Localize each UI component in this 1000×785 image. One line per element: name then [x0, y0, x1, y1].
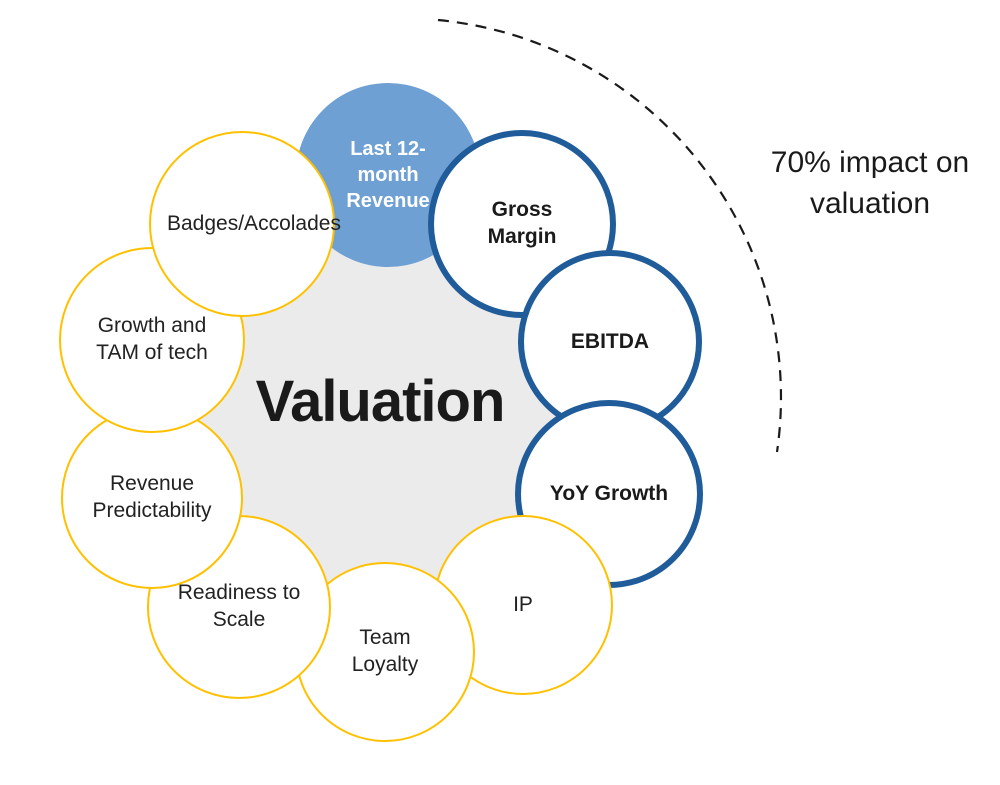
factor-circle-revenue-predictability: Revenue Predictability	[61, 407, 243, 589]
factor-label: IP	[513, 592, 533, 616]
factor-label: Last 12-month Revenue	[346, 138, 430, 212]
valuation-title: Valuation	[255, 369, 506, 434]
factor-label: Growth and TAM of tech	[96, 314, 208, 364]
factor-label: Revenue Predictability	[92, 472, 212, 522]
factor-circle-badges-accolades: Badges/Accolades	[149, 131, 341, 317]
factor-label: YoY Growth	[549, 481, 669, 505]
dashed-arc-path	[437, 18, 783, 453]
factor-label: EBITDA	[570, 329, 650, 353]
factor-label: Team Loyalty	[351, 626, 419, 676]
impact-annotation: 70% impact on valuation	[770, 146, 970, 220]
factor-label: Readiness to Scale	[177, 581, 301, 631]
factor-label: Badges/Accolades	[167, 211, 341, 235]
factor-label: Gross Margin	[487, 198, 557, 248]
